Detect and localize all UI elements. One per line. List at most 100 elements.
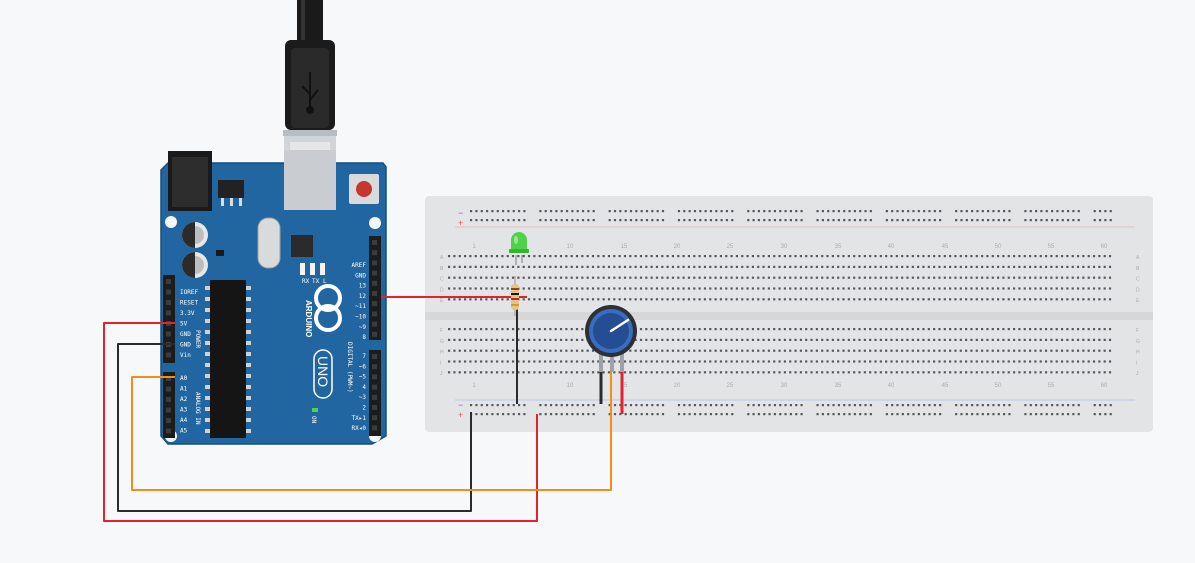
crystal <box>257 217 281 269</box>
usb-chip <box>291 235 313 257</box>
voltage-regulator <box>218 180 244 206</box>
wire-black-gnd <box>117 343 472 512</box>
column-number: 25 <box>727 383 734 389</box>
pin-label: ~5 <box>359 374 367 381</box>
row-letter: B <box>440 266 444 272</box>
row-letter: E <box>1136 298 1140 304</box>
pin-label: A1 <box>180 386 188 393</box>
pin-label: A4 <box>180 417 188 424</box>
column-number: 50 <box>995 244 1002 250</box>
analog-header-label: ANALOG IN <box>194 392 201 425</box>
pin-label: GND <box>355 272 366 279</box>
pin-label: 2 <box>362 405 366 412</box>
row-letter: F <box>1136 328 1139 334</box>
row-letter: G <box>1136 339 1140 345</box>
pin-label: 7 <box>362 353 366 360</box>
digital-header-bottom <box>369 350 381 436</box>
pin-label: 12 <box>359 293 367 300</box>
column-number: 60 <box>1101 244 1108 250</box>
pin-label: A2 <box>180 396 188 403</box>
row-letter: H <box>1136 350 1140 356</box>
rx-led-label: RX <box>302 278 310 285</box>
breadboard[interactable]: + − + − 11101015152020252530303535404045… <box>425 196 1153 432</box>
column-number: 60 <box>1101 383 1108 389</box>
model-badge <box>313 349 333 399</box>
tx-led-label: TX <box>312 278 320 285</box>
column-number: 1 <box>472 244 476 250</box>
column-number: 20 <box>674 244 681 250</box>
column-number: 45 <box>942 383 949 389</box>
rail-plus-top: + <box>458 218 463 228</box>
rail-minus-bottom: − <box>458 400 463 410</box>
pin-label: ~6 <box>359 363 367 370</box>
column-number: 20 <box>674 383 681 389</box>
column-number: 1 <box>472 383 476 389</box>
pin-label: A3 <box>180 407 188 414</box>
pin-label: GND <box>180 342 191 349</box>
column-number: 15 <box>621 244 628 250</box>
row-letter: H <box>440 350 444 356</box>
column-number: 25 <box>727 244 734 250</box>
row-letter: J <box>440 371 443 377</box>
l-led-label: L <box>323 278 327 285</box>
column-number: 10 <box>567 244 574 250</box>
power-jack <box>168 151 212 211</box>
rail-minus-top: − <box>458 208 463 218</box>
digital-header-label: DIGITAL (PWM~) <box>346 342 353 393</box>
row-letter: C <box>1136 277 1140 283</box>
row-letter: A <box>440 255 444 261</box>
atmega-chip <box>205 280 251 438</box>
pin-label: TX▸1 <box>352 415 367 422</box>
column-number: 40 <box>888 244 895 250</box>
row-letter: D <box>1136 287 1140 293</box>
brand-label: ARDUINO <box>304 300 313 337</box>
column-number: 50 <box>995 383 1002 389</box>
wire-orange-a0 <box>131 370 612 491</box>
row-letter: A <box>1136 255 1140 261</box>
pin-label: 3.3V <box>180 310 195 317</box>
row-letter: E <box>440 298 444 304</box>
pin-label: A5 <box>180 428 188 435</box>
column-number: 55 <box>1048 244 1055 250</box>
potentiometer[interactable] <box>585 305 637 372</box>
row-letter: J <box>1136 371 1139 377</box>
arduino-uno-board[interactable]: RX TX L ARDUINO UNO ON POWER ANALOG IN D… <box>160 150 387 445</box>
arduino-logo <box>314 284 342 332</box>
wires[interactable] <box>103 296 624 522</box>
power-header <box>163 275 175 363</box>
pin-label: RX◂0 <box>352 425 367 432</box>
pin-label: ~11 <box>355 303 366 310</box>
column-number: 35 <box>835 244 842 250</box>
rail-plus-bottom: + <box>458 410 463 420</box>
row-letter: G <box>440 339 444 345</box>
usb-port <box>284 150 336 210</box>
row-letter: B <box>1136 266 1140 272</box>
led-green[interactable] <box>509 232 529 265</box>
column-number: 10 <box>567 383 574 389</box>
row-letter: I <box>440 360 441 366</box>
pot-knob-indicator <box>609 318 630 333</box>
reset-button[interactable] <box>349 174 379 204</box>
pin-label: 13 <box>359 283 367 290</box>
column-number: 30 <box>781 244 788 250</box>
pin-label: ~3 <box>359 394 367 401</box>
column-number: 35 <box>835 383 842 389</box>
power-header-label: POWER <box>194 330 201 348</box>
analog-header <box>163 372 175 438</box>
resistor[interactable] <box>511 276 519 316</box>
usb-symbol-icon <box>301 72 319 114</box>
pin-label: Vin <box>180 352 191 359</box>
capacitors <box>182 222 208 278</box>
row-letter: F <box>440 328 443 334</box>
row-letter: D <box>440 287 444 293</box>
pin-label: AREF <box>352 262 367 269</box>
column-number: 55 <box>1048 383 1055 389</box>
column-number: 45 <box>942 244 949 250</box>
row-letter: I <box>1136 360 1137 366</box>
pin-label: RESET <box>180 300 198 307</box>
column-number: 15 <box>621 383 628 389</box>
column-number: 30 <box>781 383 788 389</box>
pin-label: ~9 <box>359 324 367 331</box>
wire-red-5v <box>103 322 538 522</box>
